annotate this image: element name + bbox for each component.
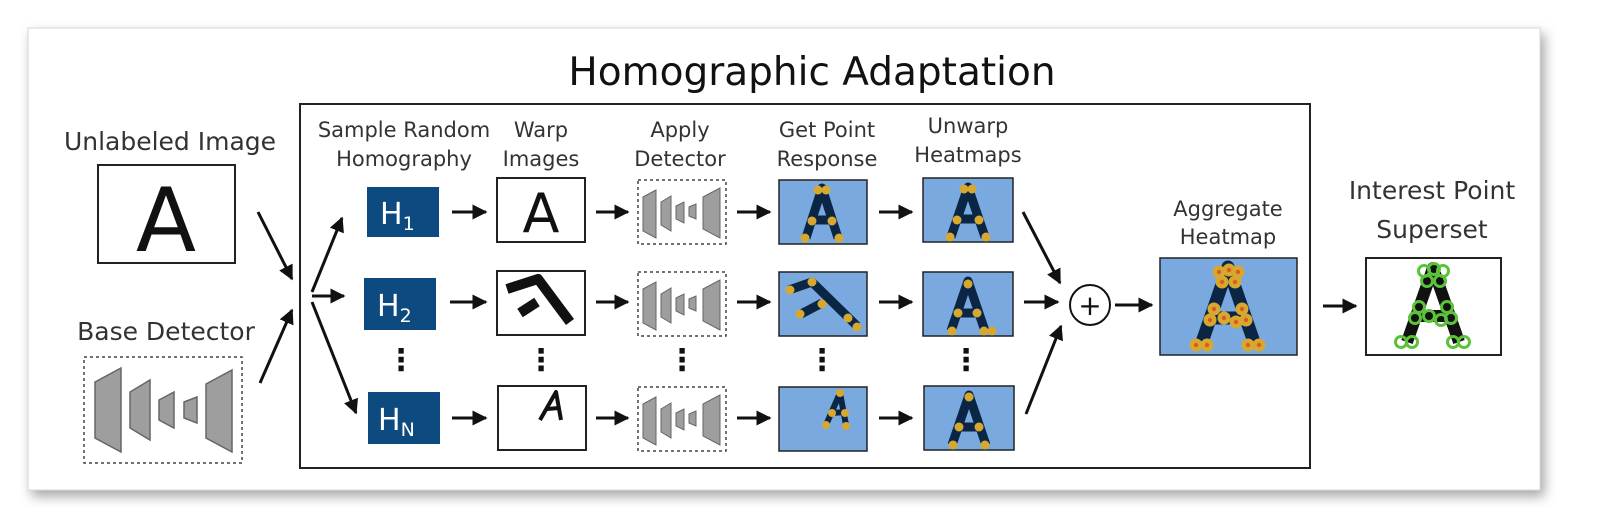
svg-text:A: A <box>523 182 560 245</box>
column-label-line1: Get Point <box>779 118 875 142</box>
unlabeled-image-glyph: A <box>136 169 196 272</box>
base-detector-label: Base Detector <box>77 317 255 346</box>
sum-symbol: + <box>1078 289 1101 322</box>
ellipsis: ⋮ <box>807 343 837 378</box>
aggregate-label-line1: Aggregate <box>1173 197 1282 221</box>
column-label-line1: Unwarp <box>928 114 1009 138</box>
ellipsis: ⋮ <box>667 343 697 378</box>
output-label-line2: Superset <box>1376 215 1488 244</box>
column-label-line2: Homography <box>336 147 472 171</box>
column-label-line2: Detector <box>634 147 726 171</box>
aggregate-label-line2: Heatmap <box>1180 225 1276 249</box>
column-label-line2: Heatmaps <box>914 143 1021 167</box>
point-response-heatmap <box>779 387 867 451</box>
column-label-line1: Apply <box>650 118 709 142</box>
ellipsis: ⋮ <box>951 343 981 378</box>
interest-point-superset <box>1366 258 1501 355</box>
ellipsis: ⋮ <box>386 343 416 378</box>
aggregate-heatmap <box>1160 258 1297 355</box>
column-label-line2: Images <box>503 147 580 171</box>
column-label-line2: Response <box>777 147 878 171</box>
column-label-line1: Sample Random <box>318 118 490 142</box>
ellipsis: ⋮ <box>526 343 556 378</box>
unlabeled-image-label: Unlabeled Image <box>64 127 276 156</box>
diagram-title: Homographic Adaptation <box>568 50 1055 95</box>
output-label-line1: Interest Point <box>1349 176 1516 205</box>
column-label-line1: Warp <box>514 118 568 142</box>
